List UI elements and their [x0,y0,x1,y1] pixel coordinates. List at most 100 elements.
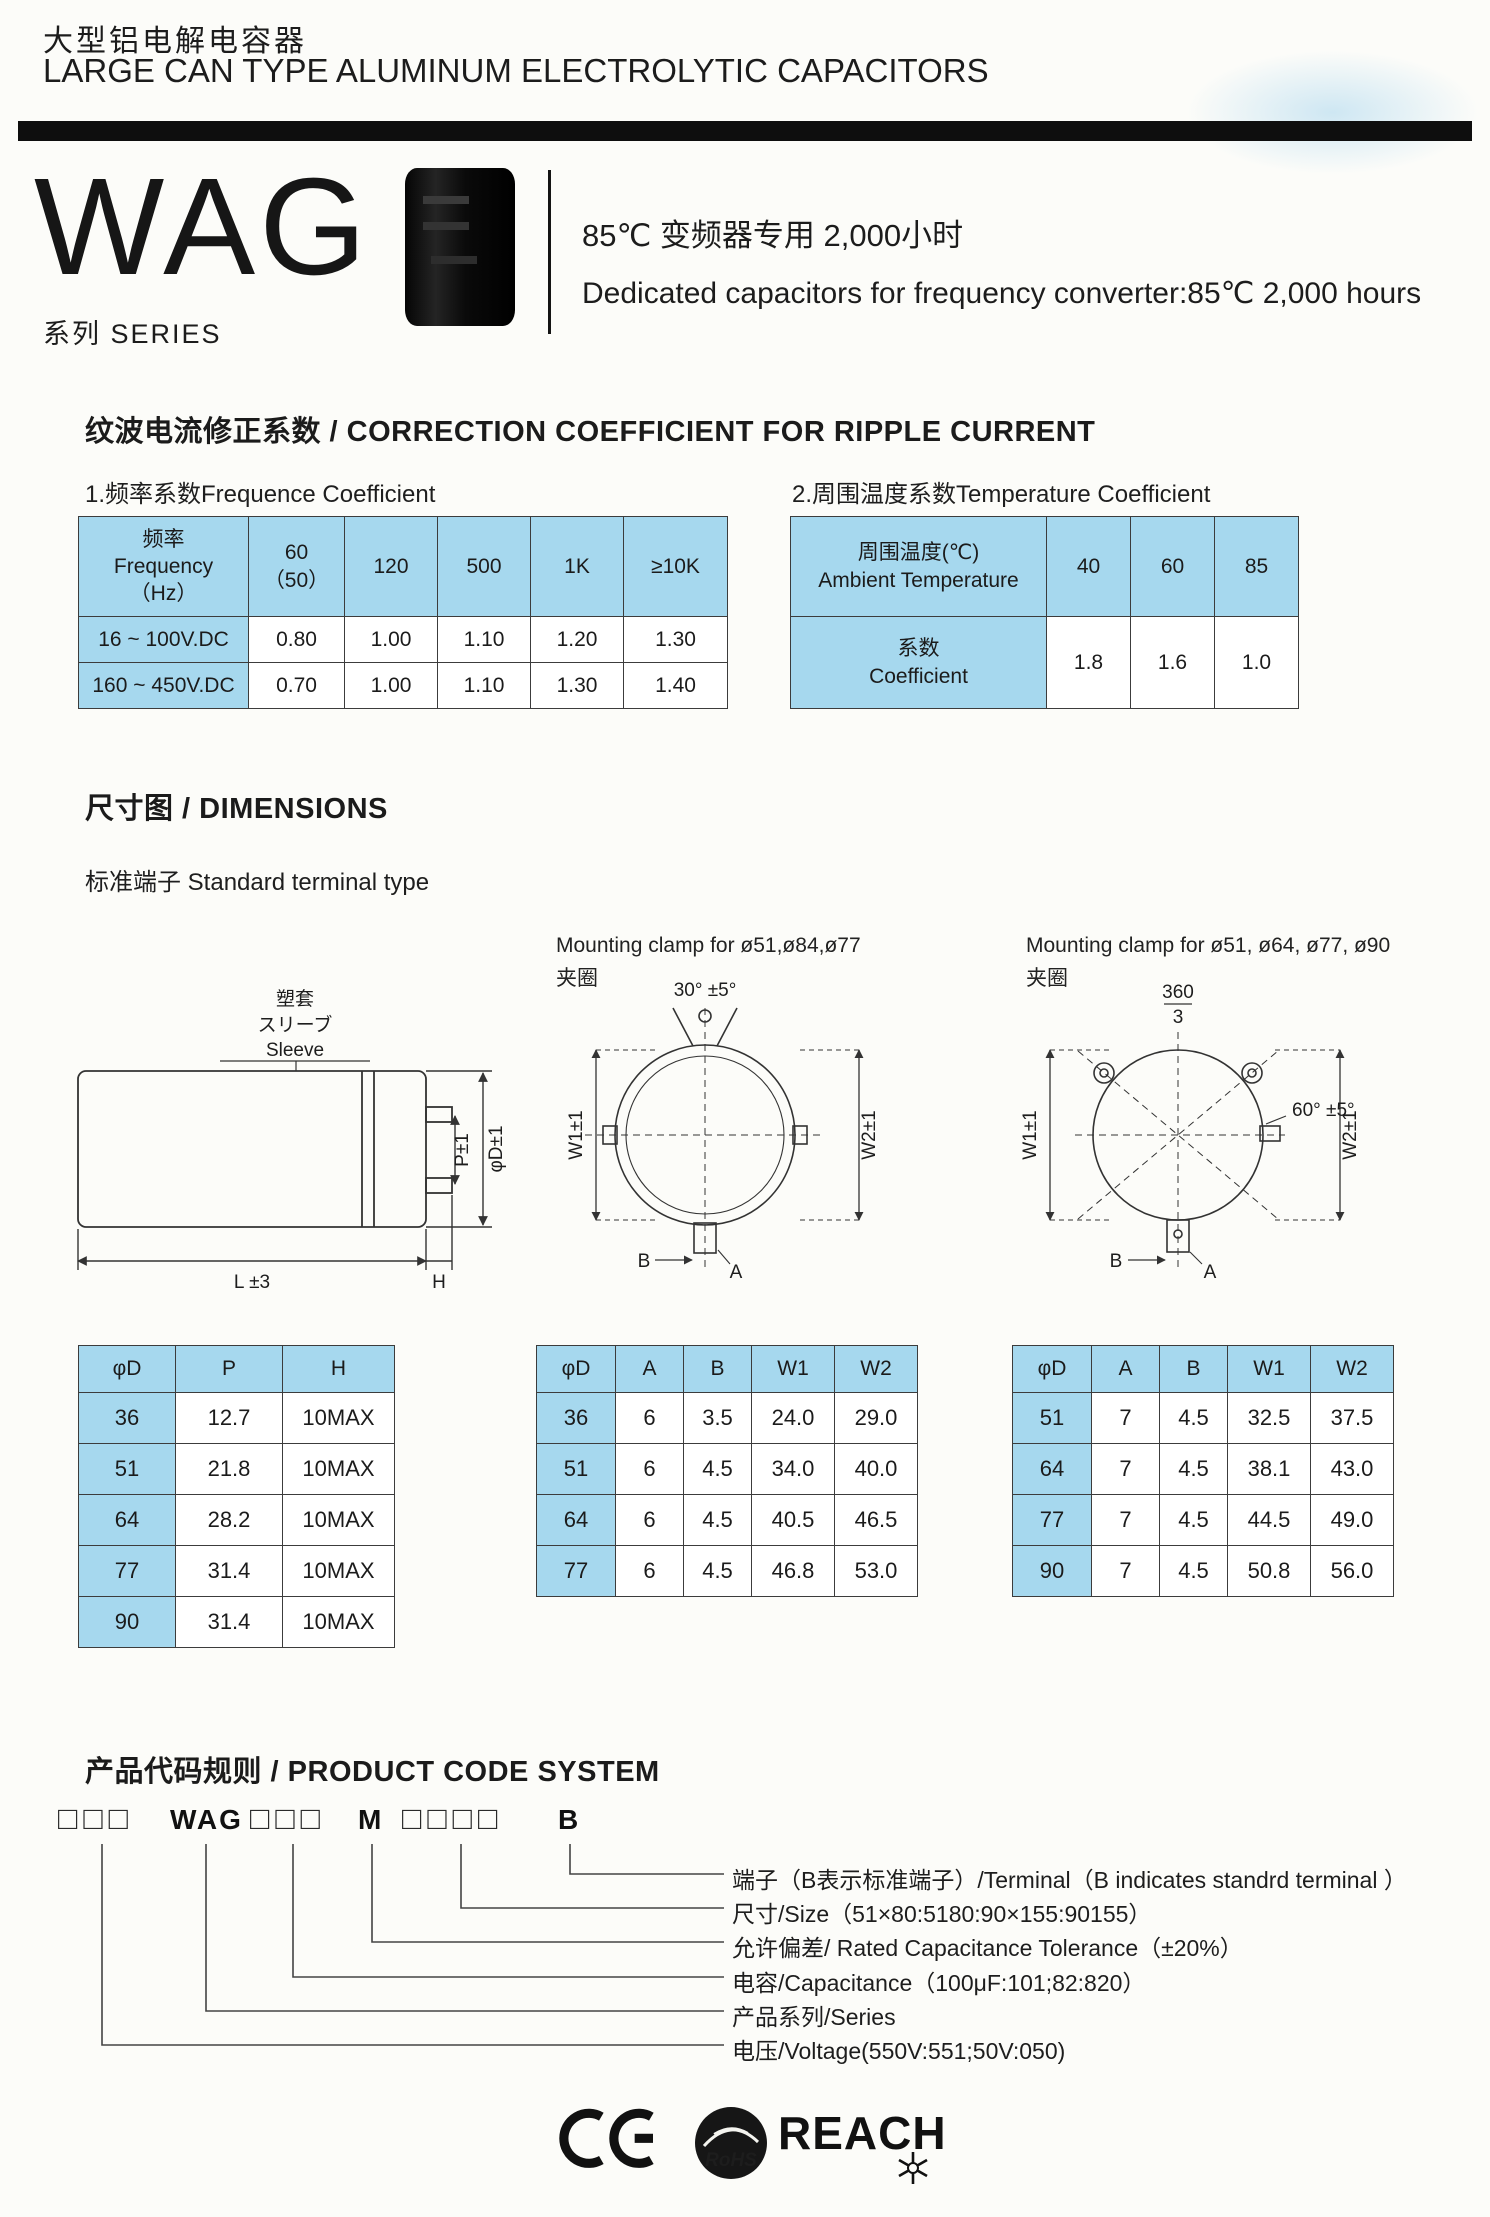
clamp1-title: Mounting clamp for ø51,ø84,ø77 [556,934,861,957]
header-cell: 120 [344,516,438,617]
data-cell: 10MAX [282,1596,395,1648]
data-cell: 28.2 [175,1494,283,1546]
clamp2-drawing [1045,1003,1345,1272]
product-code-heading: 产品代码规则 / PRODUCT CODE SYSTEM [85,1756,660,1788]
header-cell: B [683,1345,752,1393]
code-boxes-size: □□□□ [402,1800,504,1836]
header-cell: φD [78,1345,176,1393]
capacitor-dimension-lines [77,1070,492,1270]
data-cell: 53.0 [834,1545,918,1597]
ripple-section-heading: 纹波电流修正系数 / CORRECTION COEFFICIENT FOR RI… [85,416,1096,448]
data-cell: 24.0 [751,1392,835,1444]
header-cell: 85 [1214,516,1299,617]
dim-label-h: H [432,1272,446,1293]
data-cell: 77 [1012,1494,1092,1546]
clamp1-label-cn: 夹圈 [556,967,598,990]
data-cell: 4.5 [1159,1494,1228,1546]
data-cell: 1.6 [1130,616,1215,709]
code-label-voltage: 电压/Voltage(550V:551;50V:050) [732,2038,1066,2064]
data-cell: 32.5 [1227,1392,1311,1444]
series-label: 系列 SERIES [43,319,222,349]
data-cell: 1.30 [623,616,728,663]
data-cell: 36 [78,1392,176,1444]
product-code-connector-lines [101,1844,724,2046]
dim-label-length: L ±3 [234,1272,270,1293]
data-cell: 77 [536,1545,616,1597]
data-cell: 51 [1012,1392,1092,1444]
clamp1-w2-label: W2±1 [859,1110,880,1160]
data-cell: 0.80 [248,616,345,663]
data-cell: 1.0 [1214,616,1299,709]
clamp2-frac-top: 360 [1162,982,1194,1003]
data-cell: 6 [615,1392,684,1444]
code-boxes-voltage: □□□ [58,1800,134,1836]
header-cell: ≥10K [623,516,728,617]
data-cell: 4.5 [683,1494,752,1546]
page-title-cn: 大型铝电解电容器 [43,25,307,58]
data-cell: 21.8 [175,1443,283,1495]
clamp1-drawing [585,1007,864,1272]
data-cell: 4.5 [683,1443,752,1495]
data-cell: 10MAX [282,1494,395,1546]
header-cell: W1 [751,1345,835,1393]
data-cell: 38.1 [1227,1443,1311,1495]
sleeve-label-cn: 塑套 [276,988,314,1010]
data-cell: 1.8 [1046,616,1131,709]
series-name: WAG [34,150,371,304]
code-boxes-capacitance: □□□ [250,1800,326,1836]
terminal-type-label: 标准端子 Standard terminal type [85,869,430,896]
reach-star-icon [898,2152,928,2184]
clamp2-angle-label: 60° ±5° [1292,1100,1355,1121]
header-cell: 60 [1130,516,1215,617]
page-title-en: LARGE CAN TYPE ALUMINUM ELECTROLYTIC CAP… [43,52,989,89]
ce-mark-logo [559,2108,654,2168]
header-cell: 周围温度(℃)Ambient Temperature [790,516,1047,617]
data-cell: 50.8 [1227,1545,1311,1597]
data-cell: 1.10 [437,662,531,709]
data-cell: 1.20 [530,616,624,663]
clamp1-a-label: A [730,1262,743,1283]
data-cell: 46.5 [834,1494,918,1546]
data-cell: 31.4 [175,1545,283,1597]
data-cell: 4.5 [1159,1443,1228,1495]
clamp2-label-cn: 夹圈 [1026,967,1068,990]
sleeve-label-jp: スリーブ [258,1013,333,1036]
dimension-diagrams: 塑套 スリーブ Sleeve L ±3 H φD±1 P±1 [77,980,1361,1293]
data-cell: 37.5 [1310,1392,1394,1444]
data-cell: 31.4 [175,1596,283,1648]
code-label-capacitance: 电容/Capacitance（100μF:101;82:820） [732,1970,1146,1996]
reach-logo-text: REACH [778,2107,947,2159]
data-cell: 40.5 [751,1494,835,1546]
dim-label-pitch: P±1 [452,1133,473,1167]
data-cell: 56.0 [1310,1545,1394,1597]
data-cell: 4.5 [683,1545,752,1597]
data-cell: 51 [536,1443,616,1495]
code-tolerance: M [358,1804,384,1835]
data-cell: 64 [536,1494,616,1546]
clamp2-frac-bottom: 3 [1173,1007,1184,1028]
data-cell: 40.0 [834,1443,918,1495]
header-cell: A [1091,1345,1160,1393]
header-cell: 60（50） [248,516,345,617]
scan-glare [1185,50,1480,175]
data-cell: 3.5 [683,1392,752,1444]
rohs-logo: RoHS [695,2107,767,2179]
data-cell: 64 [1012,1443,1092,1495]
capacitor-outline-drawing [77,1070,453,1228]
capacitor-photo [405,168,515,326]
data-cell: 77 [78,1545,176,1597]
series-description-en: Dedicated capacitors for frequency conve… [582,277,1422,310]
sleeve-callout [220,1060,370,1071]
header-cell: 500 [437,516,531,617]
rohs-logo-text: RoHS [705,2150,757,2171]
header-cell: A [615,1345,684,1393]
data-cell: 36 [536,1392,616,1444]
header-cell: H [282,1345,395,1393]
